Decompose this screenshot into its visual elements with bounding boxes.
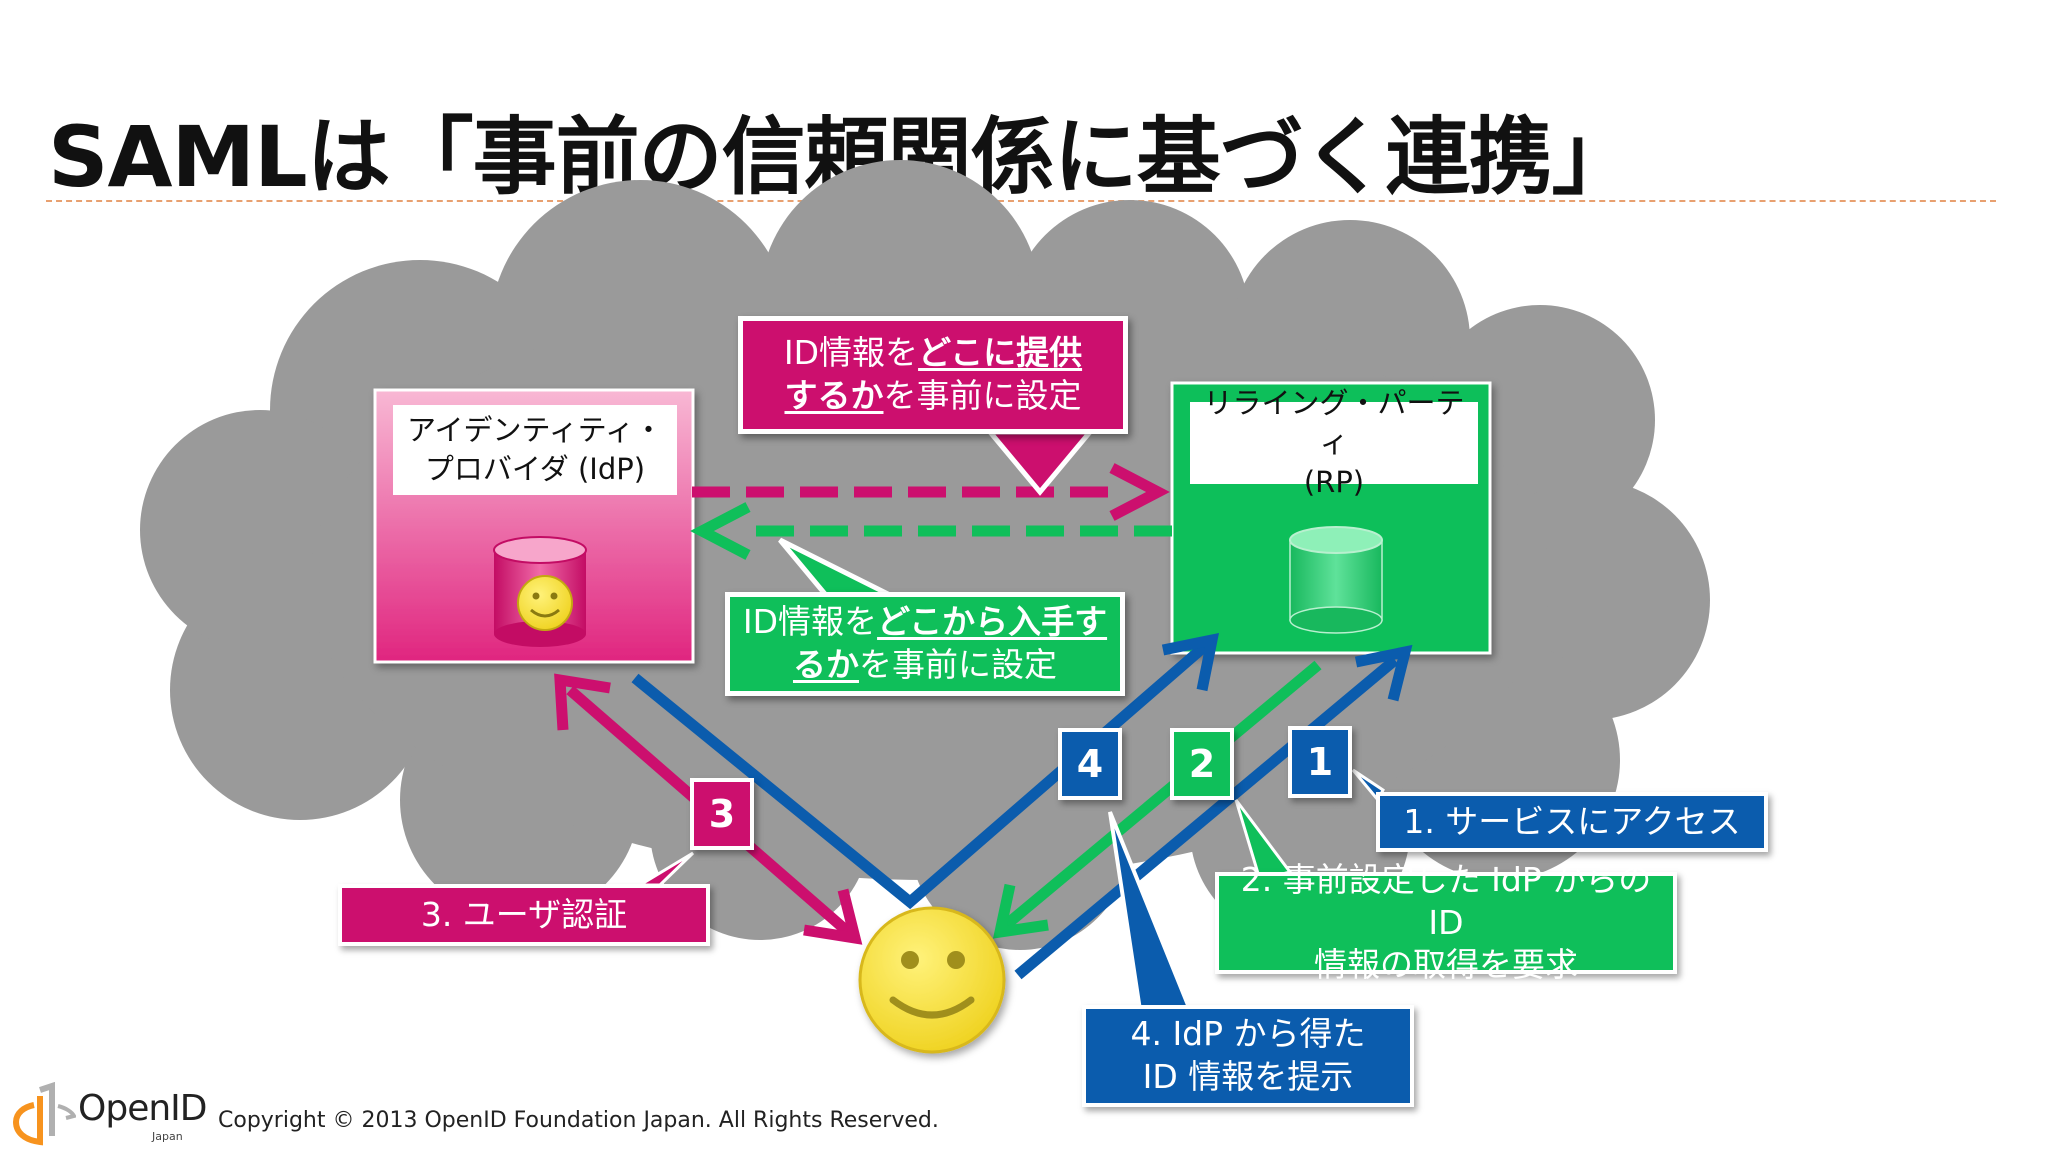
openid-japan-sub: Japan bbox=[152, 1130, 183, 1143]
callout-bottom-emph2: るか bbox=[792, 645, 859, 684]
title-divider bbox=[46, 200, 1996, 202]
copyright-text: Copyright © 2013 OpenID Foundation Japan… bbox=[218, 1108, 939, 1133]
callout-obtain-from: ID情報をどこから入手す るかを事前に設定 bbox=[725, 592, 1125, 696]
callout-bottom-pre: ID情報を bbox=[742, 602, 878, 642]
idp-label: アイデンティティ・プロバイダ (IdP) bbox=[393, 405, 677, 495]
step3-label: 3. ユーザ認証 bbox=[338, 884, 710, 946]
openid-mark-icon bbox=[12, 1082, 76, 1146]
idp-label-line1: アイデンティティ・ bbox=[406, 412, 664, 447]
user-smiley-icon bbox=[858, 906, 1006, 1054]
callout-bottom-emph1: どこから入手す bbox=[877, 602, 1108, 642]
flow-arrow-blue-right bbox=[1014, 644, 1413, 980]
step4-label-line1: 4. IdP から得た bbox=[1130, 1014, 1366, 1054]
rp-label: リライング・パーティ (RP) bbox=[1190, 386, 1478, 499]
rp-label-line2: (RP) bbox=[1303, 464, 1365, 499]
callout-top-emph2: するか bbox=[784, 376, 884, 415]
step4-label-line2: ID 情報を提示 bbox=[1142, 1057, 1354, 1096]
trust-arrow-rp-to-idp bbox=[690, 502, 1172, 560]
callout-bottom-post: を事前に設定 bbox=[858, 645, 1057, 684]
callout-top-pre: ID情報を bbox=[783, 333, 919, 373]
idp-database-icon bbox=[493, 536, 587, 647]
step2-badge: 2 bbox=[1170, 728, 1234, 800]
callout-provide-to: ID情報をどこに提供 するかを事前に設定 bbox=[738, 316, 1128, 434]
step3-badge: 3 bbox=[690, 778, 754, 850]
step2-label-line2: 情報の取得を要求 bbox=[1314, 945, 1578, 985]
step2-label-line1: 2. 事前設定した IdP からの ID bbox=[1240, 859, 1652, 942]
rp-label-line1: リライング・パーティ bbox=[1203, 386, 1465, 460]
flow-arrow-green bbox=[992, 660, 1322, 939]
callout-top-post: を事前に設定 bbox=[883, 376, 1082, 415]
callout-top-emph1: どこに提供 bbox=[918, 333, 1083, 373]
openid-logo: OpenID Japan bbox=[10, 1082, 207, 1148]
openid-wordmark: OpenID bbox=[78, 1088, 207, 1129]
step1-badge: 1 bbox=[1288, 726, 1352, 798]
step1-label: 1. サービスにアクセス bbox=[1376, 792, 1768, 852]
trust-arrow-idp-to-rp bbox=[692, 463, 1170, 521]
rp-database-icon bbox=[1289, 526, 1383, 634]
idp-label-line2: プロバイダ (IdP) bbox=[424, 452, 646, 486]
step4-badge: 4 bbox=[1058, 728, 1122, 800]
